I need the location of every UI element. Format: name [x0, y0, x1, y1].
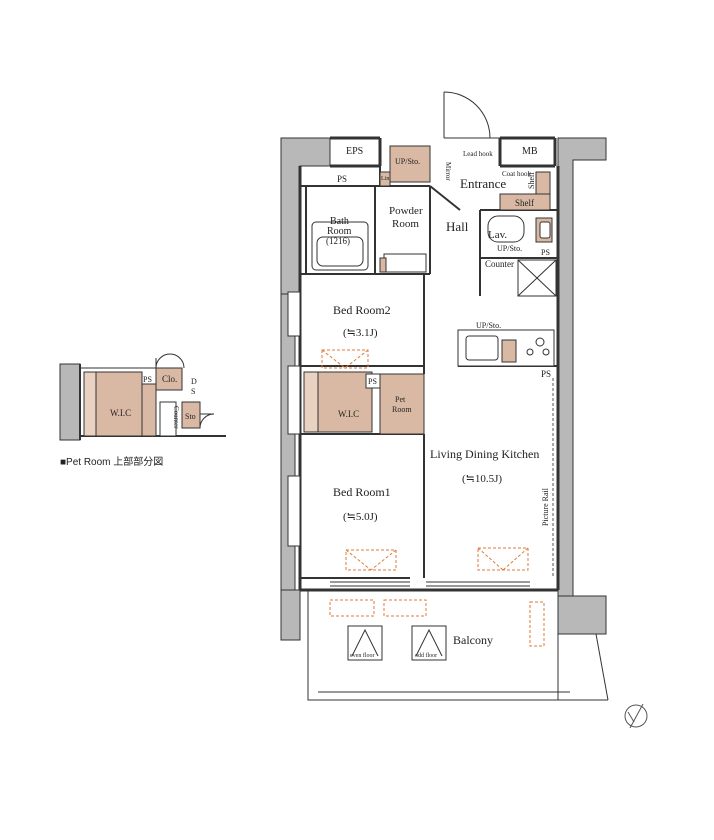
shelf-side-label: Shelf: [527, 172, 536, 189]
evacuation-hatches: [347, 625, 447, 661]
ldk-size-label: (≒10.5J): [462, 473, 502, 485]
bathtub: [311, 221, 369, 271]
even-floor-label: even floor: [350, 652, 375, 659]
inset-wic-label: W.I.C: [110, 408, 131, 418]
bed2-size-label: (≒3.1J): [343, 327, 378, 339]
kitchen-counter: [457, 329, 555, 367]
hall-label: Hall: [446, 219, 469, 234]
bath-label-2: Room: [327, 226, 352, 237]
lav-label: Lav.: [488, 229, 507, 241]
ps-label-wic: PS: [368, 377, 377, 386]
up-sto-entrance: [389, 145, 431, 183]
powder-label-1: Powder: [389, 205, 423, 217]
inset-labels: PS Clo. D S W.I.C Counter Sto: [110, 374, 197, 429]
living-sash-window: [330, 581, 530, 587]
entrance-label: Entrance: [460, 176, 506, 191]
bed1-label: Bed Room1: [333, 485, 391, 499]
ac-unit-markers: [321, 349, 545, 647]
ps-label-top: PS: [337, 174, 347, 184]
mb-label: MB: [522, 146, 538, 157]
lead-hook-label: Lead hook: [463, 150, 493, 158]
entrance-door: [443, 91, 500, 139]
lav-upsto-label: UP/Sto.: [497, 244, 522, 253]
pet-label-1: Pet: [395, 395, 406, 404]
kitchen-upsto-label: UP/Sto.: [476, 321, 501, 330]
ps-label-lav: PS: [541, 248, 550, 257]
inset-clo-label: Clo.: [162, 374, 177, 384]
bath-label-1: Bath: [330, 216, 349, 227]
counter-label: Counter: [485, 259, 514, 269]
inset-ps-label: PS: [143, 375, 152, 384]
lin-label: Lin: [381, 176, 389, 182]
inset-s-label: S: [191, 387, 195, 396]
north-arrow-icon: [624, 703, 648, 729]
inset-counter-label: Counter: [172, 406, 180, 429]
vanity-counter: [383, 253, 427, 273]
pet-room: [379, 373, 425, 435]
inset-d-label: D: [191, 377, 197, 386]
powder-label-2: Room: [392, 218, 419, 230]
bath-size-label: (1216): [326, 236, 350, 246]
mirror-label: Mirror: [444, 162, 452, 181]
bed1-size-label: (≒5.0J): [343, 511, 378, 523]
inset-caption: ■Pet Room 上部部分図: [60, 457, 164, 468]
up-sto-label: UP/Sto.: [395, 157, 420, 166]
inset-sto-label: Sto: [185, 412, 196, 421]
vanity-storage: [379, 257, 387, 273]
room-labels: EPS MB PS UP/Sto. Lead hook Mirror Coat …: [326, 146, 551, 659]
wic-shelf: [303, 371, 319, 433]
bed2-label: Bed Room2: [333, 303, 391, 317]
pet-label-2: Room: [392, 405, 412, 414]
toilet: [487, 215, 553, 243]
lin-cabinet: [379, 171, 391, 187]
window-marks: [287, 291, 301, 547]
balcony-outline: [307, 589, 609, 701]
counter-x-box: [517, 259, 557, 297]
shelf-label: Shelf: [515, 198, 534, 208]
picture-rail-label: Picture Rail: [541, 487, 550, 526]
wic-storage: [317, 371, 373, 433]
ps-label-ldk: PS: [541, 369, 551, 379]
balcony-label: Balcony: [453, 633, 493, 647]
shelf-bottom: [499, 193, 551, 211]
odd-floor-label: odd floor: [415, 652, 437, 659]
eps-label: EPS: [346, 146, 363, 157]
pet-room-inset: [59, 353, 226, 441]
ps-wic: [365, 373, 381, 389]
coat-hook-label: Coat hook: [502, 170, 531, 178]
ldk-label: Living Dining Kitchen: [430, 447, 539, 461]
wic-label: W.I.C: [338, 409, 359, 419]
